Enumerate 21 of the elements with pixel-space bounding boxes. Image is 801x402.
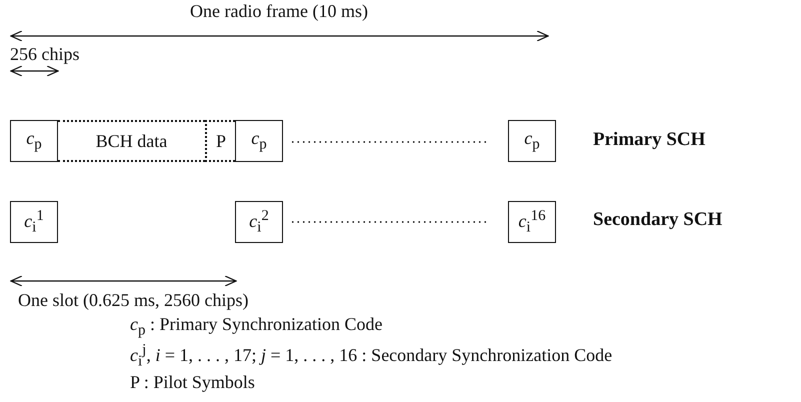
code-box (235, 201, 283, 243)
code-symbol: c$_{p}$ (524, 128, 540, 154)
legend-text: c$_{p}$ : Primary Synchronization Code (130, 315, 382, 340)
dimension-label: One slot (0.625 ms, 2560 chips) (18, 291, 248, 311)
code-box (235, 120, 283, 162)
dimension-label: One radio frame (10 ms) (190, 2, 368, 22)
legend-text: P : Pilot Symbols (130, 373, 255, 393)
code-box (508, 120, 556, 162)
row-label: Primary SCH (593, 130, 706, 151)
code-box (508, 201, 556, 243)
code-symbol: c$_{p}$ (251, 128, 267, 154)
pilot-field (205, 120, 235, 162)
data-field (58, 120, 205, 162)
code-box (10, 120, 58, 162)
field-label: P (216, 130, 226, 152)
legend-text: c$_{i}$$^{j}$, i = 1, . . . , 17; j = 1, . . . , 16 : Secondary Synchronization Code (130, 342, 612, 370)
code-box (10, 201, 58, 243)
dimension-label: 256 chips (10, 45, 80, 65)
field-label: BCH data (96, 130, 168, 152)
row-label: Secondary SCH (593, 210, 722, 231)
code-symbol: c$_{p}$ (26, 128, 42, 154)
